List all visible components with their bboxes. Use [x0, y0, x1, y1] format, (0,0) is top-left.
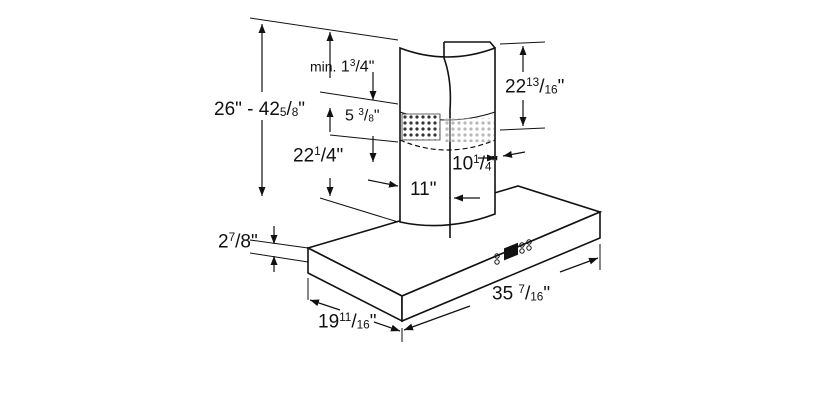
hood-depth-label: 1911/16": [318, 311, 377, 333]
canopy: [308, 186, 600, 321]
control-button-icon: [519, 242, 525, 248]
control-button-icon: [494, 253, 500, 259]
chimney-depth-label: 11": [410, 179, 437, 200]
control-button-icon: [526, 245, 532, 251]
overall-height-label: 26" - 425/8": [214, 99, 306, 120]
duct-width-label: 101/4": [452, 153, 499, 175]
canopy-side: [402, 212, 600, 321]
display-icon: [504, 242, 518, 261]
slot-height-label: 5 3/8": [345, 107, 380, 125]
chimney-top-inner: [444, 42, 495, 58]
control-button-icon: [519, 248, 525, 254]
min-gap-label: min. 13/4": [310, 58, 375, 76]
chimney-curve: [444, 58, 450, 238]
dimension-arrows: [258, 24, 598, 331]
canopy-thickness-label: 27/8": [218, 231, 258, 253]
hood-width-label: 35 7/16": [492, 283, 551, 305]
control-button-icon: [494, 259, 500, 265]
chimney-height-label: 221/4": [293, 145, 344, 167]
grille-vent-right: [444, 118, 494, 142]
upper-duct-height-label: 2213/16": [505, 76, 565, 98]
control-panel: [494, 239, 532, 265]
control-button-icon: [526, 239, 532, 245]
grille-vent: [402, 114, 440, 140]
extension-lines: [250, 18, 600, 342]
slot-dashed-line: [400, 140, 495, 150]
